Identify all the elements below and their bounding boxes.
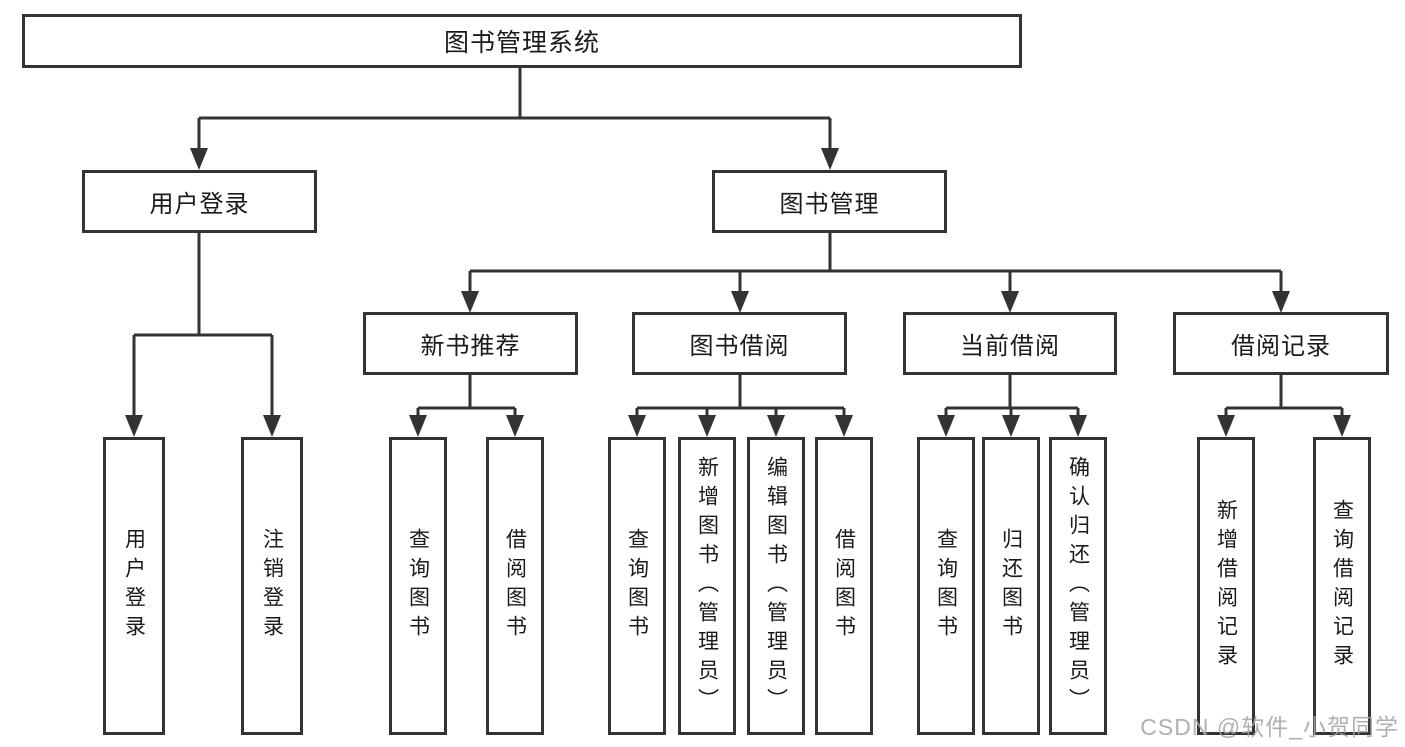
node-book-borrowing: 图书借阅 bbox=[632, 312, 847, 375]
node-new-book-recommendation: 新书推荐 bbox=[363, 312, 578, 375]
csdn-watermark: CSDN @软件_小贺同学 bbox=[1140, 714, 1399, 740]
leaf-logout: 注销登录 bbox=[241, 437, 303, 735]
node-library-management-system-label: 图书管理系统 bbox=[443, 29, 600, 57]
leaf-add-borrow-record: 新增借阅记录 bbox=[1197, 437, 1255, 735]
leaf-recommend-borrow-books: 借阅图书 bbox=[486, 437, 544, 735]
leaf-borrow-edit-books-admin-label: 编辑图书（管理员） bbox=[764, 455, 788, 717]
node-new-book-recommendation-label: 新书推荐 bbox=[420, 333, 521, 360]
leaf-borrow-add-books-admin: 新增图书（管理员） bbox=[678, 437, 736, 735]
node-book-management: 图书管理 bbox=[712, 170, 947, 233]
leaf-query-borrow-record: 查询借阅记录 bbox=[1313, 437, 1371, 735]
leaf-borrow-query-books-label: 查询图书 bbox=[625, 528, 649, 644]
node-book-borrowing-label: 图书借阅 bbox=[689, 333, 790, 360]
leaf-current-return-books-label: 归还图书 bbox=[999, 528, 1023, 644]
leaf-logout-label: 注销登录 bbox=[260, 528, 284, 644]
node-user-login: 用户登录 bbox=[82, 170, 317, 233]
leaf-recommend-query-books-label: 查询图书 bbox=[406, 528, 430, 644]
leaf-current-query-books-label: 查询图书 bbox=[934, 528, 958, 644]
leaf-user-login: 用户登录 bbox=[103, 437, 165, 735]
leaf-user-login-label: 用户登录 bbox=[122, 528, 146, 644]
node-borrowing-records-label: 借阅记录 bbox=[1231, 333, 1331, 360]
leaf-current-query-books: 查询图书 bbox=[917, 437, 975, 735]
node-current-borrowing: 当前借阅 bbox=[903, 312, 1117, 375]
leaf-current-confirm-return-admin: 确认归还（管理员） bbox=[1049, 437, 1107, 735]
leaf-borrow-query-books: 查询图书 bbox=[608, 437, 666, 735]
node-current-borrowing-label: 当前借阅 bbox=[960, 333, 1060, 360]
leaf-borrow-borrow-books-label: 借阅图书 bbox=[832, 528, 856, 644]
leaf-current-return-books: 归还图书 bbox=[982, 437, 1040, 735]
leaf-query-borrow-record-label: 查询借阅记录 bbox=[1330, 499, 1354, 673]
leaf-borrow-add-books-admin-label: 新增图书（管理员） bbox=[695, 455, 719, 717]
leaf-current-confirm-return-admin-label: 确认归还（管理员） bbox=[1066, 455, 1090, 717]
node-user-login-label: 用户登录 bbox=[149, 191, 250, 218]
arrowheads bbox=[125, 148, 1351, 437]
leaf-recommend-borrow-books-label: 借阅图书 bbox=[503, 528, 527, 644]
node-book-management-label: 图书管理 bbox=[779, 191, 880, 218]
node-library-management-system: 图书管理系统 bbox=[22, 14, 1022, 68]
leaf-recommend-query-books: 查询图书 bbox=[389, 437, 447, 735]
leaf-add-borrow-record-label: 新增借阅记录 bbox=[1214, 499, 1238, 673]
leaf-borrow-edit-books-admin: 编辑图书（管理员） bbox=[747, 437, 805, 735]
node-borrowing-records: 借阅记录 bbox=[1173, 312, 1389, 375]
leaf-borrow-borrow-books: 借阅图书 bbox=[815, 437, 873, 735]
